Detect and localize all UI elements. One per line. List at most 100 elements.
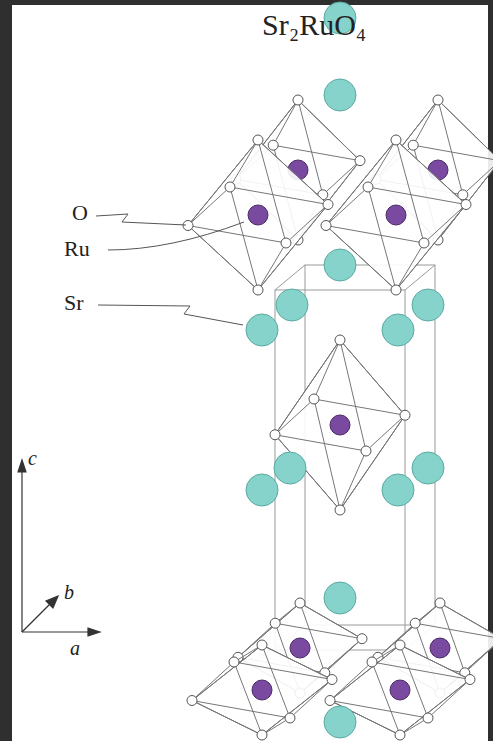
o-atom [335, 335, 345, 345]
crystal-structure [183, 2, 493, 740]
bond-line [275, 623, 362, 639]
bond-line [314, 340, 340, 399]
o-atom [325, 696, 335, 706]
o-atom [335, 505, 345, 515]
bond-line [230, 187, 258, 290]
axis-label: a [70, 638, 80, 658]
bond-line [258, 140, 328, 205]
sr-atom [382, 474, 414, 506]
bond-line [413, 145, 493, 161]
o-atom [395, 730, 405, 740]
sr-atom [324, 582, 356, 614]
atom-label: Ru [64, 238, 90, 260]
leader-line [96, 214, 186, 225]
arrow-head [88, 628, 100, 636]
bond-line [192, 645, 262, 701]
o-atom [253, 285, 263, 295]
bond-line [340, 451, 366, 510]
ru-atom [290, 638, 310, 658]
bond-line [275, 435, 366, 451]
bond-line [188, 140, 258, 226]
bond-line [330, 645, 400, 701]
ru-atom [330, 415, 350, 435]
bond-line [314, 399, 405, 415]
bond-line [258, 243, 286, 290]
o-atom [257, 640, 267, 650]
bond-line [368, 140, 396, 187]
o-atom [327, 675, 337, 685]
axes [18, 460, 100, 636]
sr-atom [412, 289, 444, 321]
ru-atom [430, 638, 450, 658]
o-atom [295, 598, 305, 608]
sr-atom [246, 314, 278, 346]
sr-atom [324, 79, 356, 111]
o-atom [357, 634, 367, 644]
bond-line [258, 205, 328, 291]
o-atom [395, 640, 405, 650]
o-atom [187, 696, 197, 706]
bond-line [326, 187, 368, 226]
o-atom [229, 657, 239, 667]
structure-title: Sr₂RuO₄ [262, 10, 366, 40]
bond-line [396, 140, 424, 243]
atom-label: Sr [64, 292, 84, 314]
o-atom [408, 140, 418, 150]
o-atom [391, 135, 401, 145]
bond-line [366, 415, 405, 451]
o-atom [410, 618, 420, 628]
arrow-head [46, 596, 58, 608]
sr-atom [412, 452, 444, 484]
ru-atom [252, 680, 272, 700]
bond-line [396, 243, 424, 290]
bond-line [300, 603, 325, 673]
bond-line [372, 662, 470, 680]
axis-label: c [28, 448, 37, 468]
o-atom [309, 394, 319, 404]
o-atom [270, 618, 280, 628]
bond-line [396, 205, 466, 291]
o-atom [257, 730, 267, 740]
bond-line [192, 701, 262, 736]
arrow-head [18, 460, 26, 472]
sr-atom [246, 474, 278, 506]
o-atom [183, 221, 193, 231]
bond-line [424, 205, 466, 244]
octahedron-face [192, 645, 332, 735]
o-atom [268, 140, 278, 150]
o-atom [355, 156, 365, 166]
o-atom [400, 410, 410, 420]
sr-atom [324, 249, 356, 281]
o-atom [253, 135, 263, 145]
o-atom [285, 713, 295, 723]
ru-atom [386, 205, 406, 225]
leader-line [108, 222, 244, 250]
bond-line [440, 603, 493, 639]
bond-line [262, 645, 332, 680]
bond-line [340, 340, 405, 415]
o-atom [281, 238, 291, 248]
o-atom [361, 446, 371, 456]
bond-line [188, 226, 258, 291]
bond-line [415, 623, 493, 639]
bond-line [440, 603, 465, 673]
o-atom [293, 95, 303, 105]
bond-line [275, 399, 314, 435]
axis-line [22, 602, 52, 632]
unit-cell-edge [275, 265, 305, 290]
o-atom [419, 238, 429, 248]
unit-cell-front [275, 290, 405, 650]
leader-lines [96, 214, 244, 325]
axis-line [21, 468, 22, 632]
atom-label: O [72, 202, 88, 224]
sr-atom [274, 452, 306, 484]
o-atom [363, 182, 373, 192]
bond-line [273, 100, 298, 145]
o-atom [435, 598, 445, 608]
bond-line [438, 100, 463, 195]
bond-line [330, 662, 372, 701]
bond-line [275, 435, 340, 510]
sr-atom [276, 289, 308, 321]
octahedron-face [188, 140, 328, 290]
